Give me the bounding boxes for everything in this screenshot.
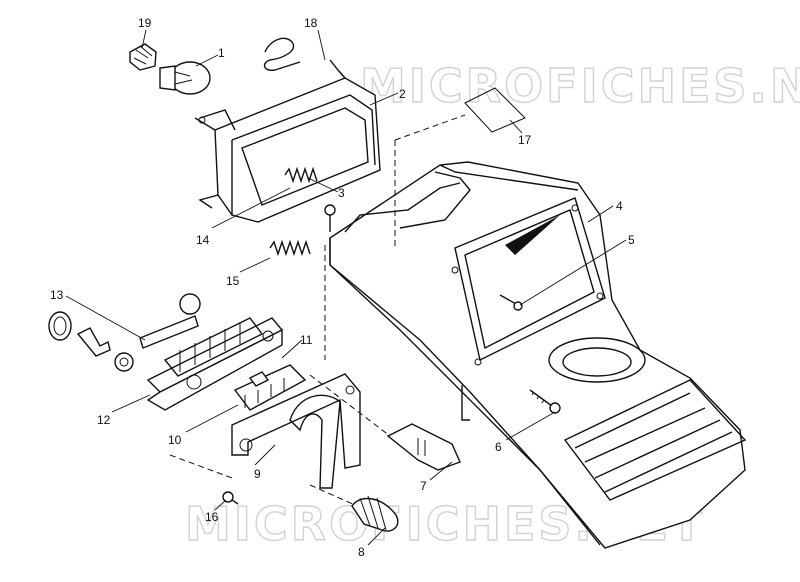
- hood-console-part: [329, 161, 747, 549]
- spring-14-part: [284, 166, 318, 184]
- screw-6-part: [529, 389, 561, 414]
- callout-3: 3: [338, 186, 345, 200]
- callout-7: 7: [420, 479, 427, 493]
- screw-3-part: [324, 204, 336, 232]
- lower-bracket-part: [231, 373, 361, 489]
- assembly-line: [309, 484, 356, 506]
- key-part: [48, 311, 199, 357]
- headlight-housing-part: [194, 59, 381, 223]
- callout-12: 12: [97, 413, 111, 427]
- callout-1: 1: [218, 46, 225, 60]
- callout-11: 11: [300, 333, 313, 347]
- callout-8: 8: [358, 545, 365, 559]
- callout-17: 17: [518, 133, 532, 147]
- callout-10: 10: [168, 433, 182, 447]
- spring-15-part: [269, 239, 311, 257]
- bulb-part: [159, 61, 211, 95]
- socket-part: [129, 43, 157, 71]
- rubber-boot-part: [351, 495, 399, 532]
- assembly-line: [394, 114, 466, 141]
- wire-part: [263, 37, 301, 71]
- callout-14: 14: [196, 233, 210, 247]
- screw-16-part: [222, 491, 239, 505]
- callout-13: 13: [50, 288, 64, 302]
- decal-part: [464, 87, 526, 133]
- screw-5-part: [499, 294, 523, 311]
- callout-6: 6: [495, 440, 502, 454]
- callout-19: 19: [138, 16, 152, 30]
- switch-block-part: [233, 364, 307, 411]
- switch-bracket-part: [114, 293, 284, 411]
- watermark-top: MICROFICHES.NET: [360, 59, 800, 113]
- callout-18: 18: [304, 16, 318, 30]
- assembly-line: [309, 374, 391, 437]
- callout-5: 5: [628, 233, 635, 247]
- callout-16: 16: [205, 510, 219, 524]
- callout-15: 15: [226, 274, 240, 288]
- toggle-switch-part: [386, 423, 461, 471]
- leader-lines: [65, 29, 627, 546]
- callout-9: 9: [254, 467, 261, 481]
- assembly-line: [169, 454, 233, 479]
- callout-2: 2: [399, 87, 406, 101]
- callout-4: 4: [616, 199, 623, 213]
